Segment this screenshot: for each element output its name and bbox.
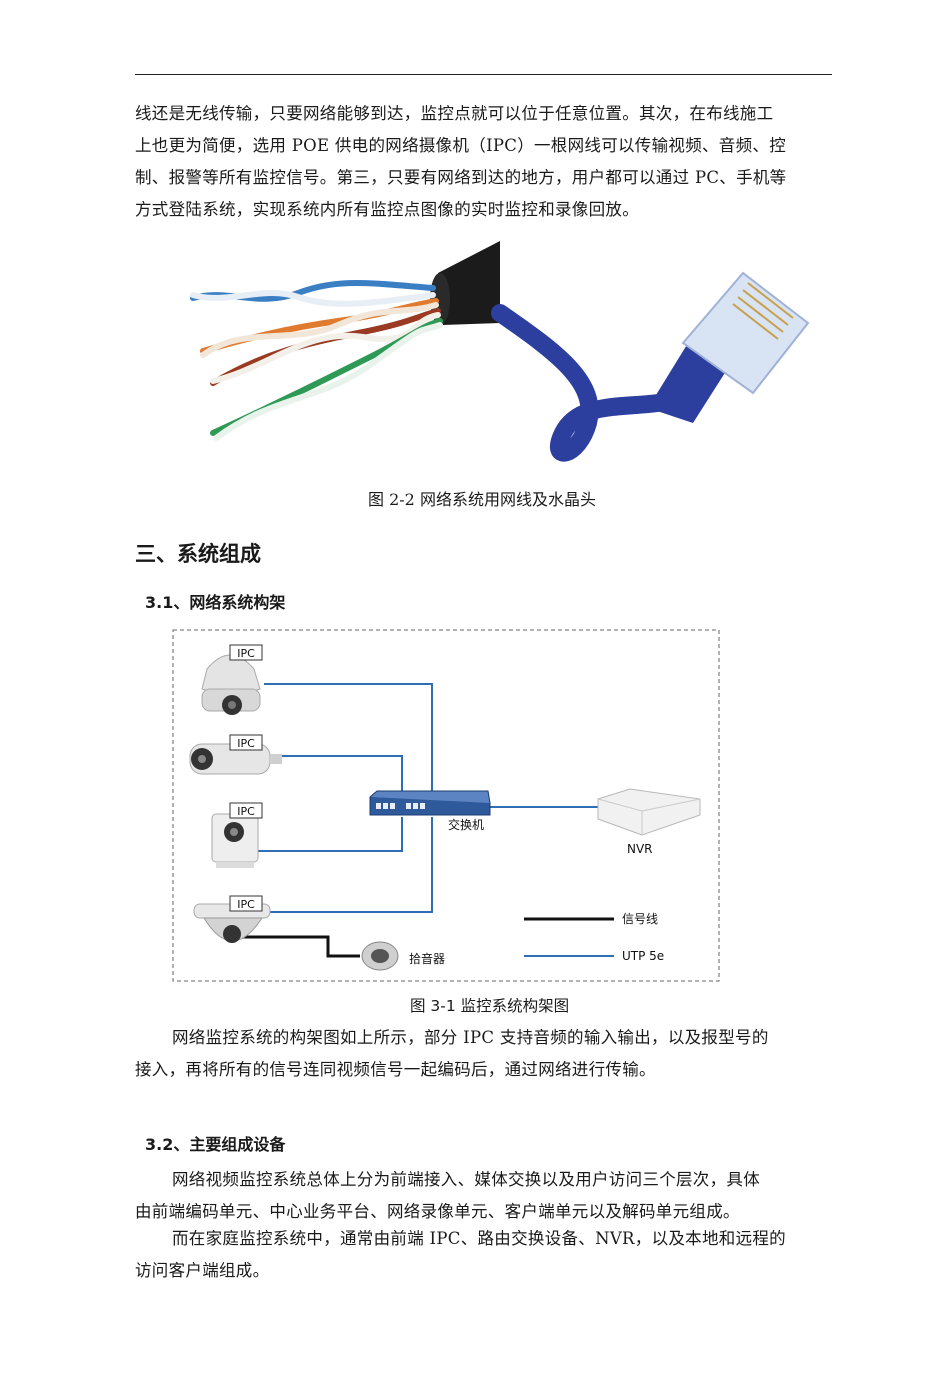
paragraph-3-1: 网络监控系统的构架图如上所示，部分 IPC 支持音频的输入输出，以及报型号的 接… bbox=[135, 1022, 832, 1086]
figure-2-2-caption: 图 2-2 网络系统用网线及水晶头 bbox=[368, 490, 596, 509]
ipc-label-text: IPC bbox=[237, 737, 255, 750]
ipc-label-text: IPC bbox=[237, 805, 255, 818]
nvr-label: NVR bbox=[627, 842, 653, 856]
ipc-label: IPC bbox=[229, 802, 263, 819]
ipc-label: IPC bbox=[229, 644, 263, 661]
legend-signal-label: 信号线 bbox=[622, 912, 658, 926]
paragraph-line: 网络视频监控系统总体上分为前端接入、媒体交换以及用户访问三个层次，具体 bbox=[172, 1170, 760, 1189]
paragraph-line: 而在家庭监控系统中，通常由前端 IPC、路由交换设备、NVR，以及本地和远程的 bbox=[172, 1229, 786, 1248]
paragraph-line: 接入，再将所有的信号连同视频信号一起编码后，通过网络进行传输。 bbox=[135, 1060, 656, 1079]
utp-lines bbox=[250, 683, 614, 957]
rj45-connector-image bbox=[491, 271, 810, 462]
paragraph-line: 网络监控系统的构架图如上所示，部分 IPC 支持音频的输入输出，以及报型号的 bbox=[172, 1028, 769, 1047]
intro-line: 方式登陆系统，实现系统内所有监控点图像的实时监控和录像回放。 bbox=[135, 200, 639, 219]
architecture-diagram: IPC IPC IPC IPC 交换机 NVR 拾音器 信号线 UTP 5e bbox=[172, 629, 720, 982]
microphone-label: 拾音器 bbox=[409, 951, 445, 966]
ptz-dome-camera-icon bbox=[201, 654, 261, 715]
intro-line: 制、报警等所有监控信号。第三，只要有网络到达的地方，用户都可以通过 PC、手机等 bbox=[135, 168, 787, 187]
intro-line: 上也更为简便，选用 POE 供电的网络摄像机（IPC）一根网线可以传输视频、音频… bbox=[135, 136, 787, 155]
cable-photo bbox=[168, 233, 818, 483]
ipc-label-text: IPC bbox=[237, 647, 255, 660]
network-switch-icon bbox=[369, 790, 491, 816]
section-3-1-heading: 3.1、网络系统构架 bbox=[145, 593, 286, 612]
paragraph-line: 访问客户端组成。 bbox=[135, 1261, 270, 1280]
paragraph-3-2a: 网络视频监控系统总体上分为前端接入、媒体交换以及用户访问三个层次，具体 由前端编… bbox=[135, 1164, 832, 1228]
microphone-icon bbox=[361, 941, 399, 971]
paragraph-line: 由前端编码单元、中心业务平台、网络录像单元、客户端单元以及解码单元组成。 bbox=[135, 1202, 740, 1221]
header-rule bbox=[135, 74, 832, 75]
section-3-2-heading: 3.2、主要组成设备 bbox=[145, 1135, 286, 1154]
cube-camera-icon bbox=[211, 813, 259, 868]
intro-paragraph: 线还是无线传输，只要网络能够到达，监控点就可以位于任意位置。其次，在布线施工 上… bbox=[135, 98, 832, 226]
twisted-pairs bbox=[190, 280, 443, 441]
paragraph-3-2b: 而在家庭监控系统中，通常由前端 IPC、路由交换设备、NVR，以及本地和远程的 … bbox=[135, 1223, 832, 1287]
ipc-label: IPC bbox=[229, 734, 263, 751]
section-3-heading: 三、系统组成 bbox=[135, 542, 261, 566]
figure-3-1-caption: 图 3-1 监控系统构架图 bbox=[410, 997, 570, 1015]
ipc-label-text: IPC bbox=[237, 898, 255, 911]
ipc-label: IPC bbox=[229, 895, 263, 912]
legend-utp-label: UTP 5e bbox=[622, 949, 664, 963]
intro-line: 线还是无线传输，只要网络能够到达，监控点就可以位于任意位置。其次，在布线施工 bbox=[135, 104, 774, 123]
switch-label: 交换机 bbox=[448, 817, 484, 832]
nvr-icon bbox=[597, 788, 701, 836]
